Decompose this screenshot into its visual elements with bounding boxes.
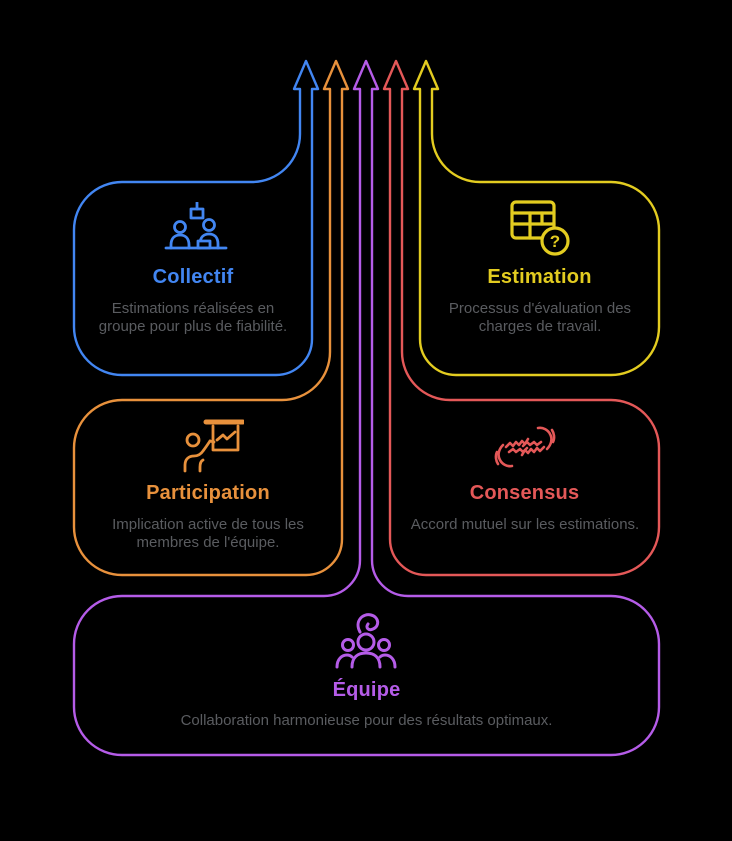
estimation-title: Estimation (487, 266, 592, 288)
collectif-title: Collectif (152, 266, 234, 288)
collectif-description: Estimations réalisées en groupe pour plu… (98, 300, 288, 335)
consensus-description: Accord mutuel sur les estimations. (410, 516, 640, 533)
equipe-card-arrow-outline (72, 59, 661, 757)
estimation-card-arrow-outline (412, 59, 661, 377)
question-mark-glyph: ? (550, 232, 560, 251)
participation-title: Participation (146, 482, 270, 504)
people-at-desk-lamp-icon (164, 202, 228, 250)
table-question-icon: ? (510, 200, 570, 256)
participation-card-arrow-outline (72, 59, 350, 577)
presenter-board-icon (183, 419, 244, 473)
participation-description: Implication active de tous les membres d… (112, 516, 304, 551)
equipe-description: Collaboration harmonieuse pour des résul… (180, 712, 553, 729)
equipe-title: Équipe (332, 679, 401, 701)
estimation-description: Processus d'évaluation des charges de tr… (448, 300, 632, 335)
consensus-card-arrow-outline (382, 59, 661, 577)
collectif-card-arrow-outline (72, 59, 320, 377)
consensus-title: Consensus (469, 482, 580, 504)
handshake-icon (494, 426, 556, 468)
team-group-icon (335, 613, 397, 669)
